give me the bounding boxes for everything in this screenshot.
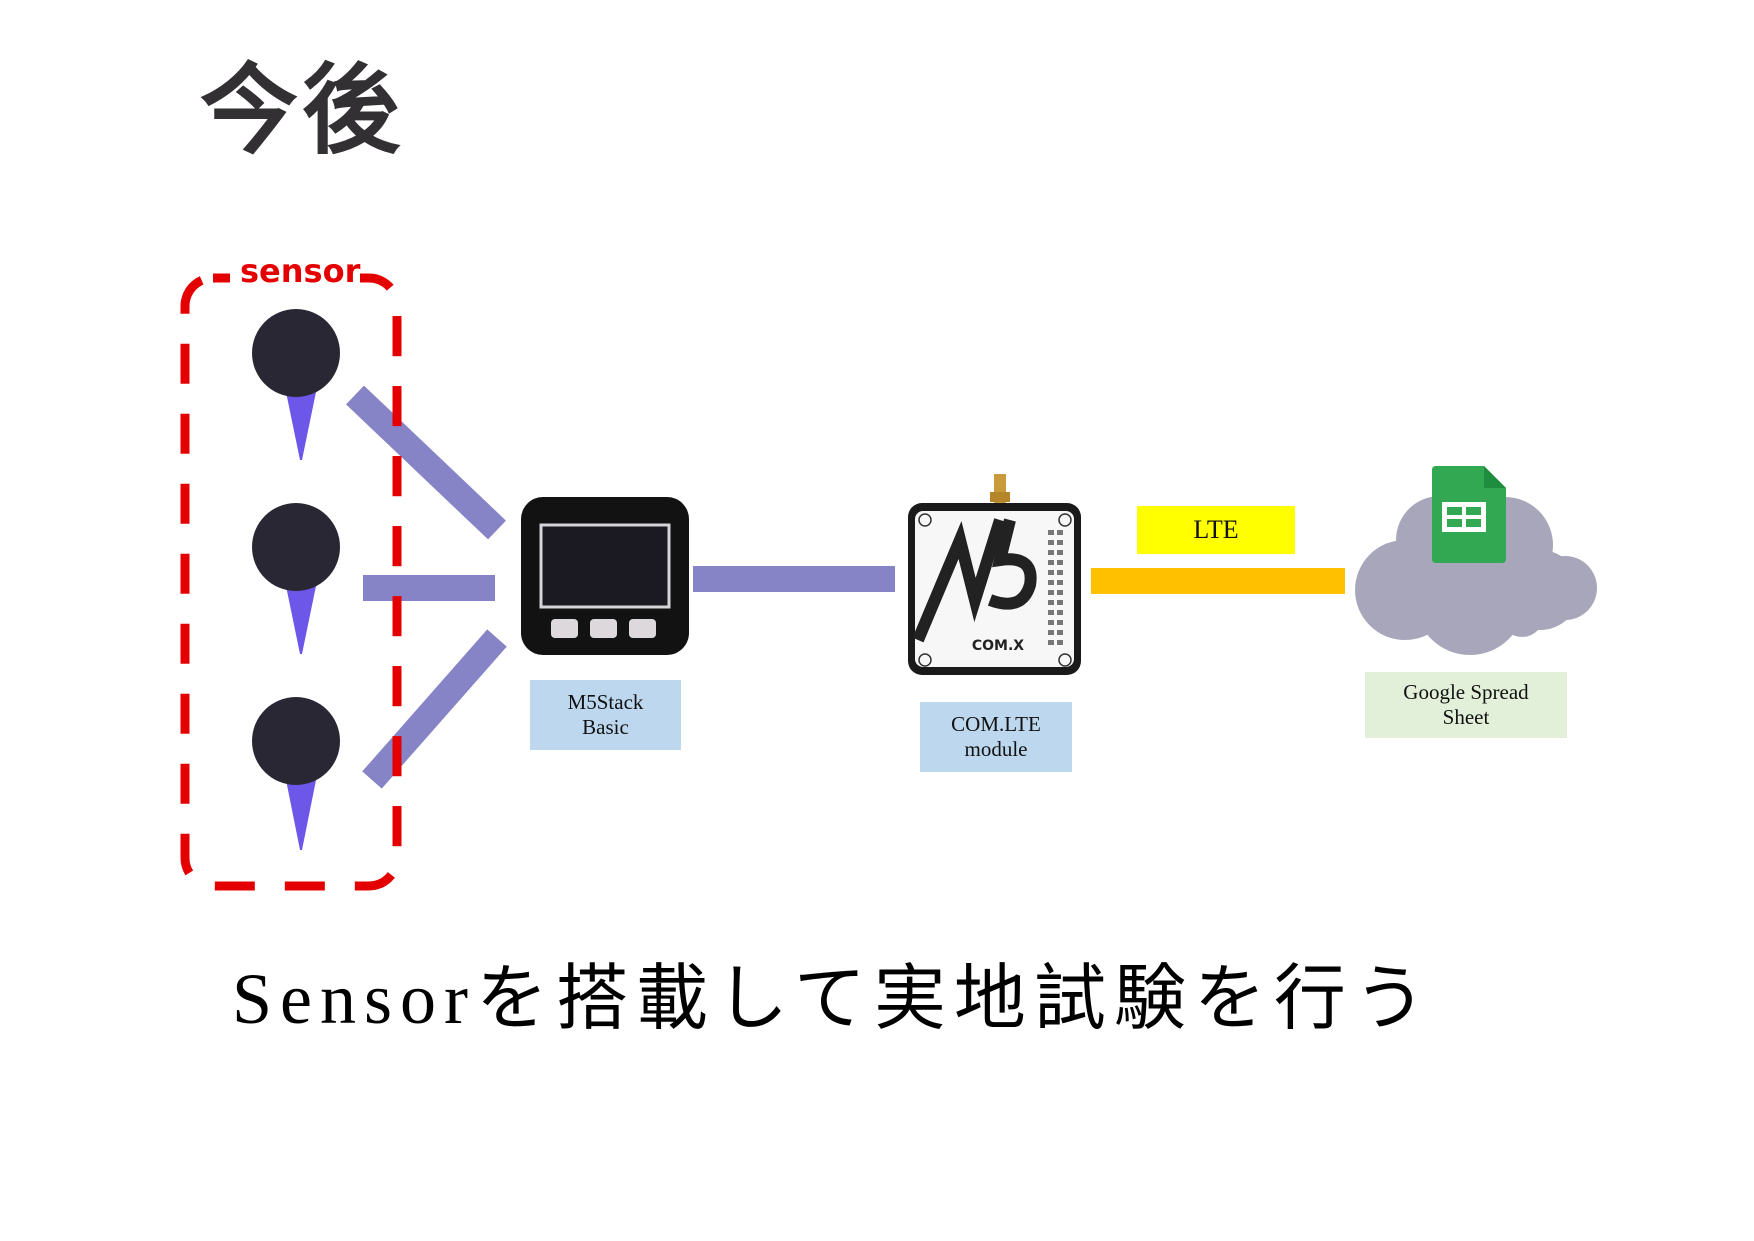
m5stack-label: M5Stack Basic (530, 680, 681, 750)
sensor-probe-icon (286, 780, 316, 850)
com-lte-module-label: COM.LTE module (920, 702, 1072, 772)
sensor-head-icon (252, 503, 340, 591)
slide-caption: Sensorを搭載して実地試験を行う (232, 959, 1434, 1039)
slide-title: 今後 (200, 54, 405, 168)
link-lte (1091, 568, 1345, 594)
lte-link-label: LTE (1137, 506, 1295, 554)
google-spreadsheet-label: Google Spread Sheet (1365, 672, 1567, 738)
link-sensor3-m5stack (362, 629, 507, 789)
board-text: COM.X (972, 638, 1024, 654)
sensor-probe-icon (286, 586, 316, 654)
link-sensor1-m5stack (346, 385, 506, 540)
sensor-head-icon (252, 309, 340, 397)
google-sheets-cloud-icon (1355, 466, 1597, 655)
link-m5stack-comlte (693, 566, 895, 592)
sensor-3 (252, 697, 340, 850)
m5stack-device-icon (521, 497, 689, 655)
sensor-group-label: sensor (240, 252, 361, 290)
sensor-2 (252, 503, 340, 654)
sensor-1 (252, 309, 340, 460)
sensor-probe-icon (286, 392, 316, 460)
com-lte-module-icon: COM.X (908, 474, 1081, 675)
link-sensor2-m5stack (363, 575, 495, 601)
sensor-head-icon (252, 697, 340, 785)
